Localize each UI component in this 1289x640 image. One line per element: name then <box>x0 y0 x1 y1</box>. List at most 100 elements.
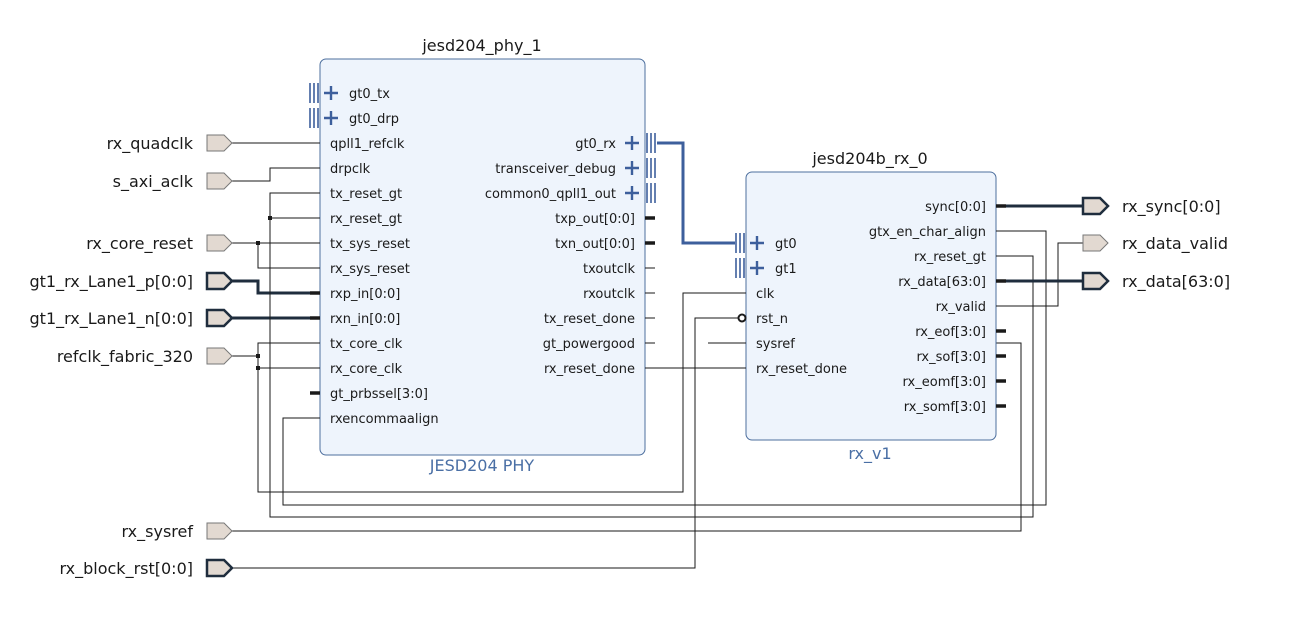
port-label: rx_quadclk <box>107 134 194 154</box>
pin-rx-reset-done[interactable]: rx_reset_done <box>736 362 847 377</box>
pin-sysref[interactable]: sysref <box>736 337 795 352</box>
plus-expand-icon[interactable] <box>324 111 338 125</box>
pin-rst-n[interactable]: rst_n <box>737 312 788 327</box>
pin-rx-eof-3-0[interactable]: rx_eof[3:0] <box>915 325 1006 340</box>
block-body[interactable] <box>319 58 646 456</box>
input-port-icon[interactable] <box>205 308 234 328</box>
pin-txp-out-0-0[interactable]: txp_out[0:0] <box>555 212 655 227</box>
net-s-axi-aclk[interactable] <box>232 167 320 182</box>
output-port-icon[interactable] <box>1081 196 1110 216</box>
input-port-rx-sysref[interactable]: rx_sysref <box>122 522 233 542</box>
pin-gt0-rx[interactable]: gt0_rx <box>575 133 656 153</box>
block-footer: JESD204 PHY <box>429 456 535 475</box>
input-port-rx-core-reset[interactable]: rx_core_reset <box>86 234 233 254</box>
pin-common0-qpll1-out[interactable]: common0_qpll1_out <box>485 183 656 203</box>
pin-gt-prbssel-3-0[interactable]: gt_prbssel[3:0] <box>310 387 428 402</box>
pin-rxn-in-0-0[interactable]: rxn_in[0:0] <box>310 312 400 327</box>
junction-dot <box>256 366 260 370</box>
interface-bars-icon <box>646 158 656 178</box>
net-refclk-to-tx-core-clk[interactable] <box>257 342 320 356</box>
input-port-icon[interactable] <box>205 558 234 578</box>
input-port-rx-block-rst-0-0[interactable]: rx_block_rst[0:0] <box>60 558 234 579</box>
pin-rx-eomf-3-0[interactable]: rx_eomf[3:0] <box>903 375 1006 390</box>
pin-qpll1-refclk[interactable]: qpll1_refclk <box>310 137 405 152</box>
plus-expand-icon[interactable] <box>625 161 639 175</box>
pin-label: rx_core_clk <box>330 362 403 377</box>
pin-tx-reset-gt[interactable]: tx_reset_gt <box>310 187 402 202</box>
input-port-icon[interactable] <box>206 522 233 540</box>
net-rx-reset-gt[interactable] <box>269 192 1034 518</box>
net-gtx-en-char-align[interactable] <box>282 230 1047 506</box>
pin-rx-sys-reset[interactable]: rx_sys_reset <box>310 262 410 277</box>
pin-label: gt0_drp <box>349 112 399 127</box>
plus-expand-icon[interactable] <box>625 186 639 200</box>
input-port-rx-quadclk[interactable]: rx_quadclk <box>107 134 233 154</box>
pin-rxoutclk[interactable]: rxoutclk <box>583 287 655 302</box>
input-port-icon[interactable] <box>206 347 233 365</box>
pin-gt1[interactable]: gt1 <box>735 258 797 278</box>
pin-gt0[interactable]: gt0 <box>735 233 797 253</box>
net-rx-sysref[interactable] <box>232 342 1022 532</box>
port-label: refclk_fabric_320 <box>57 347 193 367</box>
input-port-icon[interactable] <box>206 134 233 152</box>
pin-label: rx_eomf[3:0] <box>903 375 986 390</box>
input-port-s-axi-aclk[interactable]: s_axi_aclk <box>113 172 233 192</box>
output-port-rx-sync-0-0[interactable]: rx_sync[0:0] <box>1081 196 1221 217</box>
pin-rx-somf-3-0[interactable]: rx_somf[3:0] <box>904 400 1006 415</box>
net-gt0-rx-interface[interactable] <box>657 141 735 245</box>
pin-tx-sys-reset[interactable]: tx_sys_reset <box>310 237 410 252</box>
pin-rx-reset-done[interactable]: rx_reset_done <box>544 362 655 377</box>
plus-expand-icon[interactable] <box>750 236 764 250</box>
pin-gt-powergood[interactable]: gt_powergood <box>543 337 655 352</box>
pin-label: rxp_in[0:0] <box>330 287 400 302</box>
input-port-gt1-rx-lane1-p-0-0[interactable]: gt1_rx_Lane1_p[0:0] <box>30 271 234 292</box>
pin-gt0-drp[interactable]: gt0_drp <box>309 108 399 128</box>
pin-txoutclk[interactable]: txoutclk <box>583 262 655 277</box>
input-port-icon[interactable] <box>206 234 233 252</box>
net-refclk-to-rx-clk[interactable] <box>257 292 746 493</box>
net-rx-data-valid[interactable] <box>996 242 1083 307</box>
input-port-gt1-rx-lane1-n-0-0[interactable]: gt1_rx_Lane1_n[0:0] <box>30 308 234 329</box>
pin-drpclk[interactable]: drpclk <box>310 162 371 177</box>
output-port-icon[interactable] <box>1081 271 1110 291</box>
pin-gt0-tx[interactable]: gt0_tx <box>309 83 390 103</box>
pin-tx-reset-done[interactable]: tx_reset_done <box>544 312 655 327</box>
pin-label: rx_valid <box>936 300 986 315</box>
net-rx-block-rst[interactable] <box>232 317 740 569</box>
net-rx-core-reset-branch[interactable] <box>257 243 320 269</box>
input-port-icon[interactable] <box>205 271 234 291</box>
pin-rx-data-63-0[interactable]: rx_data[63:0] <box>898 275 1006 290</box>
output-port-icon[interactable] <box>1082 234 1109 252</box>
port-label: gt1_rx_Lane1_n[0:0] <box>30 309 193 329</box>
pin-clk[interactable]: clk <box>736 287 775 302</box>
pin-rx-reset-gt[interactable]: rx_reset_gt <box>310 212 402 227</box>
pin-sync-0-0[interactable]: sync[0:0] <box>925 200 1006 215</box>
pin-label: gt0 <box>775 237 797 252</box>
pin-rxp-in-0-0[interactable]: rxp_in[0:0] <box>310 287 400 302</box>
input-port-icon[interactable] <box>206 172 233 190</box>
plus-expand-icon[interactable] <box>750 261 764 275</box>
pin-rx-sof-3-0[interactable]: rx_sof[3:0] <box>916 350 1006 365</box>
pin-rx-reset-gt[interactable]: rx_reset_gt <box>914 250 1006 265</box>
pin-txn-out-0-0[interactable]: txn_out[0:0] <box>555 237 655 252</box>
plus-expand-icon[interactable] <box>324 86 338 100</box>
input-port-refclk-fabric-320[interactable]: refclk_fabric_320 <box>57 347 233 367</box>
plus-expand-icon[interactable] <box>625 136 639 150</box>
output-port-rx-data-valid[interactable]: rx_data_valid <box>1082 234 1228 254</box>
pin-rx-core-clk[interactable]: rx_core_clk <box>310 362 403 377</box>
pin-label: common0_qpll1_out <box>485 187 616 202</box>
block-jesd204b-rx[interactable]: jesd204b_rx_0 rx_v1 gt0gt1clkrst_nsysref… <box>735 149 1006 464</box>
net-refclk-to-rx-core-clk[interactable] <box>257 356 320 369</box>
block-jesd204-phy[interactable]: jesd204_phy_1 JESD204 PHY gt0_txgt0_drpq… <box>309 36 656 475</box>
net-gt1-rx-lane1-p[interactable] <box>232 279 320 295</box>
pin-label: qpll1_refclk <box>330 137 405 152</box>
port-label: gt1_rx_Lane1_p[0:0] <box>30 272 194 292</box>
pin-gtx-en-char-align[interactable]: gtx_en_char_align <box>869 225 1006 240</box>
pin-rxencommaalign[interactable]: rxencommaalign <box>310 412 439 427</box>
pin-transceiver-debug[interactable]: transceiver_debug <box>495 158 656 178</box>
output-port-rx-data-63-0[interactable]: rx_data[63:0] <box>1081 271 1230 292</box>
pin-rx-valid[interactable]: rx_valid <box>936 300 1006 315</box>
pin-tx-core-clk[interactable]: tx_core_clk <box>310 337 403 352</box>
pin-label: tx_sys_reset <box>330 237 410 252</box>
